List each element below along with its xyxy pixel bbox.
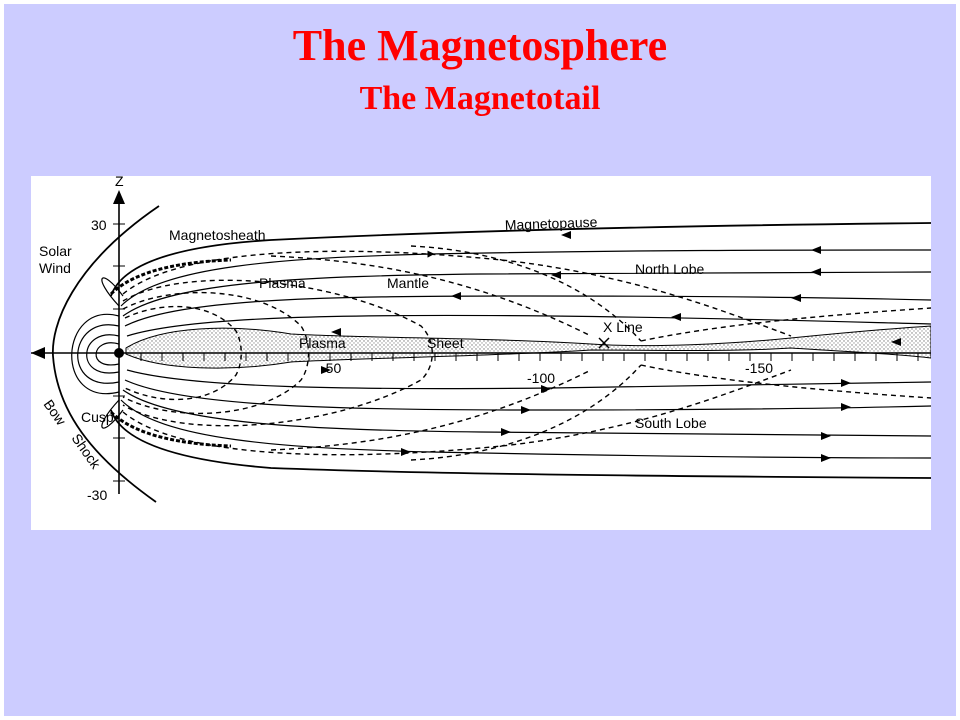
magnetotail-svg: Z 30 -30 -50 -100 -150 Solar Wind Bow Sh…	[31, 176, 931, 503]
x-tick-150: -150	[745, 360, 773, 376]
dayside-field-loops	[71, 277, 124, 429]
bow-shock-label-2: Shock	[69, 431, 105, 473]
x-line-label: X Line	[603, 319, 643, 335]
solar-wind-label-1: Solar	[39, 243, 72, 259]
plasma-sheet-region	[125, 325, 931, 369]
plasma-mantle-label-2: Mantle	[387, 275, 429, 291]
cusp-boundary-upper	[109, 258, 232, 296]
north-lobe-field-lines	[120, 249, 931, 337]
magnetosheath-label: Magnetosheath	[169, 227, 266, 243]
earth	[114, 348, 124, 358]
north-lobe-label: North Lobe	[635, 261, 704, 277]
x-tick-50: -50	[321, 360, 341, 376]
slide-subtitle: The Magnetotail	[359, 80, 601, 117]
field-line-arrows	[321, 231, 901, 462]
cusp-boundary-lower	[109, 410, 232, 448]
x-axis-arrow	[31, 347, 45, 359]
cusp-label: Cusp	[81, 409, 114, 425]
z-axis-arrow	[113, 190, 125, 204]
z-tick-top: 30	[91, 217, 107, 233]
slide-title: The Magnetosphere	[292, 21, 668, 70]
bow-shock-label-1: Bow	[41, 397, 70, 429]
bow-shock-line	[52, 205, 160, 503]
x-tick-100: -100	[527, 370, 555, 386]
x-line-marker	[598, 337, 610, 349]
south-lobe-label: South Lobe	[635, 415, 707, 431]
magnetopause-lower	[110, 409, 931, 479]
south-lobe-field-lines	[120, 369, 931, 459]
z-tick-bottom: -30	[87, 487, 107, 503]
magnetopause-label: Magnetopause	[505, 214, 598, 233]
z-axis-label: Z	[115, 176, 124, 189]
magnetopause-upper	[110, 222, 931, 297]
plasma-sheet-label-2: Sheet	[427, 335, 464, 351]
plasma-mantle-label-1: Plasma	[259, 275, 306, 291]
plasma-sheet-label-1: Plasma	[299, 335, 346, 351]
solar-wind-label-2: Wind	[39, 260, 71, 276]
magnetotail-diagram: Z 30 -30 -50 -100 -150 Solar Wind Bow Sh…	[31, 176, 931, 530]
